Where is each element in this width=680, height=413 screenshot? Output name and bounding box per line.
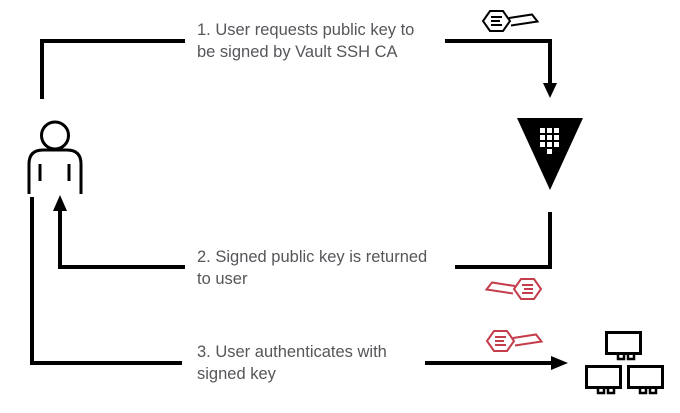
vault-logo-icon bbox=[517, 118, 583, 190]
step3-label: 3. User authenticates with signed key bbox=[197, 341, 387, 385]
step3-label-line1: 3. User authenticates with bbox=[197, 343, 387, 361]
key-icon bbox=[481, 10, 540, 32]
arrow-step2-head-up bbox=[53, 195, 67, 211]
arrow-step1-right-segment bbox=[445, 39, 552, 84]
monitor-bottom-left bbox=[585, 365, 622, 395]
arrow-step1-head-down bbox=[543, 83, 557, 98]
step1-label: 1. User requests public key to be signed… bbox=[197, 19, 414, 63]
arrow-step2-right-segment bbox=[455, 212, 552, 269]
arrow-step3-left-segment bbox=[30, 197, 182, 365]
monitor-top bbox=[605, 331, 642, 361]
vault-keypad bbox=[540, 128, 559, 154]
monitor-bottom-right bbox=[627, 365, 664, 395]
step1-label-line2: be signed by Vault SSH CA bbox=[197, 43, 398, 61]
arrow-step2-left-segment bbox=[58, 210, 185, 269]
signed-key-icon-step3 bbox=[485, 330, 544, 352]
user-icon bbox=[27, 120, 83, 194]
arrow-step1-left-segment bbox=[40, 39, 185, 99]
arrow-step3-head-right bbox=[551, 356, 568, 370]
step2-label: 2. Signed public key is returned to user bbox=[197, 246, 427, 290]
step1-label-line1: 1. User requests public key to bbox=[197, 21, 415, 39]
step2-label-line1: 2. Signed public key is returned bbox=[197, 248, 428, 266]
monitors-icon bbox=[585, 331, 664, 395]
signed-key-icon-step2 bbox=[484, 278, 543, 300]
step2-label-line2: to user bbox=[197, 270, 248, 288]
step3-label-line2: signed key bbox=[197, 365, 276, 383]
